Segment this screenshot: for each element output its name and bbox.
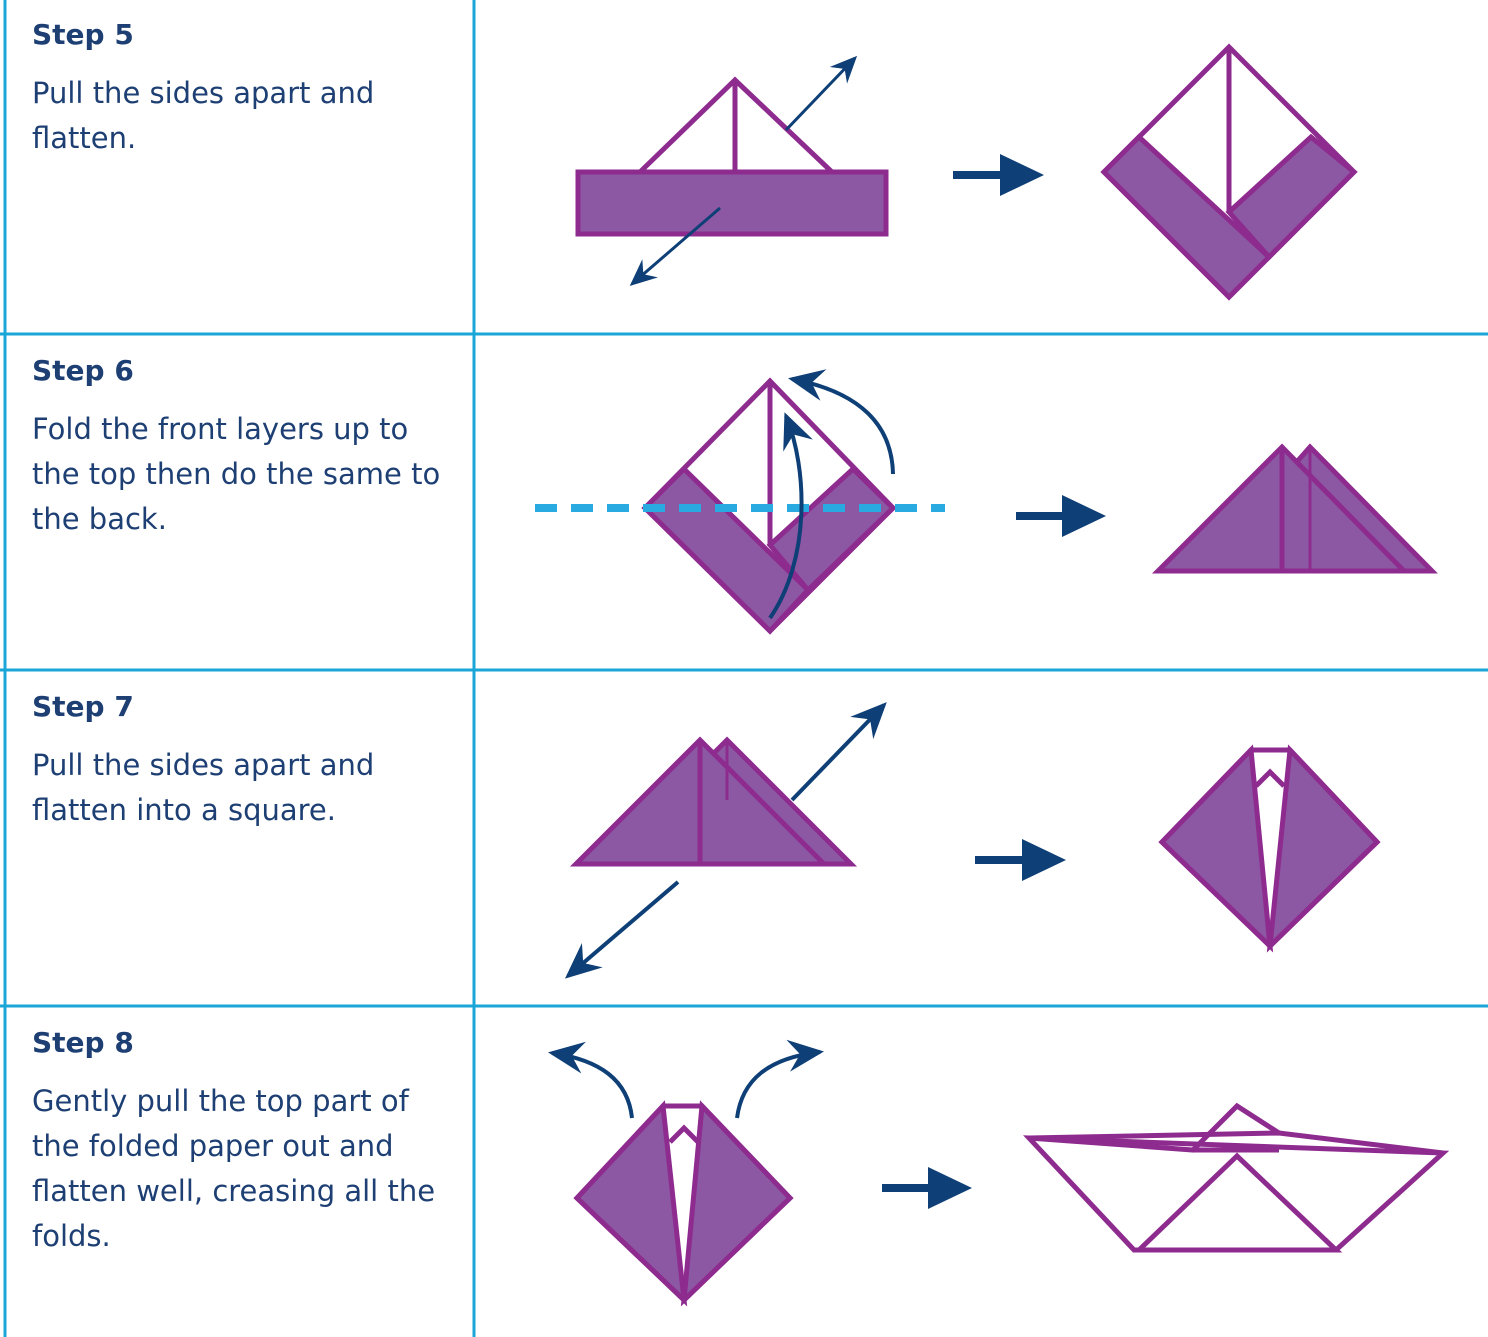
- step-instruction: Gently pull the top part of the folded p…: [32, 1084, 436, 1253]
- step5-after-figure: [1100, 43, 1358, 301]
- fold-up-arrows: [768, 369, 895, 620]
- step-row: Step 8 Gently pull the top part of the f…: [0, 1008, 1488, 1337]
- step-text-cell: Step 8 Gently pull the top part of the f…: [0, 1008, 474, 1337]
- step-text-cell: Step 5 Pull the sides apart and flatten.: [0, 0, 474, 334]
- next-arrow: [882, 1167, 972, 1209]
- step-text-cell: Step 6 Fold the front layers up to the t…: [0, 336, 474, 670]
- pull-out-arrows: [548, 1039, 824, 1119]
- step6-after-figure: [1151, 443, 1438, 574]
- next-arrow: [953, 154, 1044, 196]
- step-title: Step 5: [32, 18, 134, 51]
- step-instruction: Pull the sides apart and flatten into a …: [32, 748, 375, 827]
- pull-apart-arrows: [629, 55, 858, 286]
- step7-after-figure: [1158, 744, 1381, 953]
- step-instruction: Pull the sides apart and flatten.: [32, 76, 375, 155]
- paper-boat-figure: [1023, 1102, 1450, 1253]
- step-row: Step 5 Pull the sides apart and flatten.: [0, 0, 1488, 334]
- step-text-cell: Step 7 Pull the sides apart and flatten …: [0, 672, 474, 1006]
- step-row: Step 7 Pull the sides apart and flatten …: [0, 672, 1488, 1006]
- next-arrow: [1016, 495, 1106, 537]
- step7-before-figure: [569, 736, 858, 867]
- step-instruction: Fold the front layers up to the top then…: [32, 412, 441, 536]
- step5-before-figure: [575, 76, 889, 237]
- step-title: Step 8: [32, 1026, 134, 1059]
- pull-apart-arrows: [564, 702, 887, 979]
- step-title: Step 6: [32, 354, 134, 387]
- step8-before-figure: [573, 1100, 794, 1307]
- step-title: Step 7: [32, 690, 134, 723]
- next-arrow: [975, 839, 1066, 881]
- step-row: Step 6 Fold the front layers up to the t…: [0, 336, 1488, 670]
